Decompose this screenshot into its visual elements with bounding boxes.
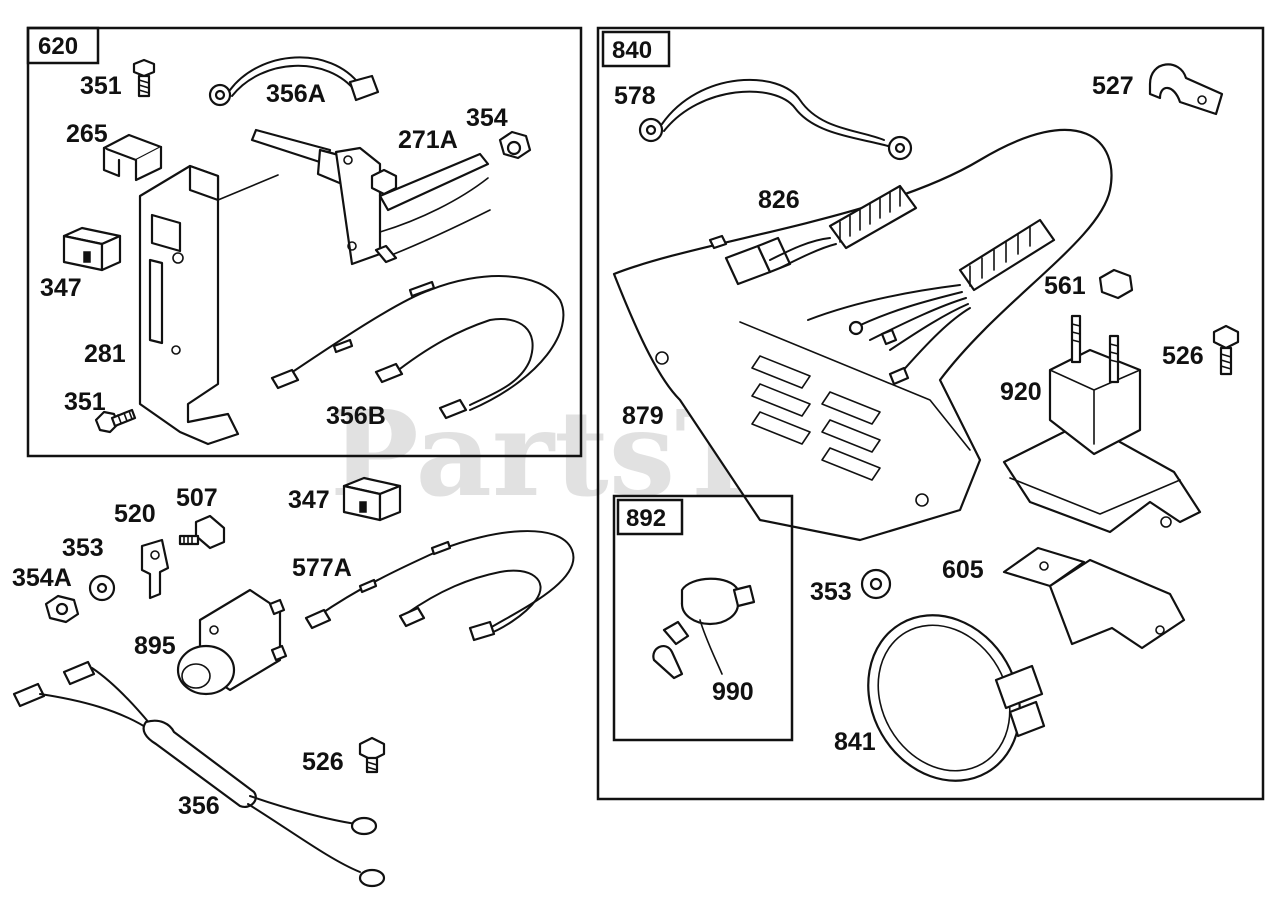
- nut-561-icon[interactable]: [1098, 268, 1134, 300]
- callout-356: 356: [178, 792, 220, 820]
- throttle-lever-271A-icon[interactable]: [250, 128, 491, 266]
- plate-520-icon[interactable]: [140, 538, 170, 600]
- callout-507: 507: [176, 484, 218, 512]
- harness-356B-icon[interactable]: [270, 275, 565, 420]
- screw-351-bottom-icon[interactable]: [94, 408, 137, 434]
- callout-354A: 354A: [12, 564, 72, 592]
- callout-841: 841: [834, 728, 876, 756]
- bracket-605-icon[interactable]: [1002, 546, 1186, 650]
- wire-356A-icon[interactable]: [208, 56, 380, 107]
- group-620-id-box: [26, 26, 100, 65]
- group-892-frame: [612, 494, 794, 742]
- group-840-id: 840: [612, 37, 652, 64]
- group-840-frame: [596, 26, 1265, 801]
- group-840: 840: [596, 26, 1265, 809]
- switch-895-icon[interactable]: [176, 588, 288, 696]
- group-620-id: 620: [38, 33, 78, 60]
- callout-577A: 577A: [292, 554, 352, 582]
- callout-526-left: 526: [302, 748, 344, 776]
- screw-526-right-icon[interactable]: [1212, 324, 1240, 376]
- callout-265: 265: [66, 120, 108, 148]
- callout-356A: 356A: [266, 80, 326, 108]
- group-620-frame: [26, 26, 583, 458]
- clamp-527-icon[interactable]: [1148, 63, 1224, 116]
- callout-520: 520: [114, 500, 156, 528]
- lock-washer-353-right-icon[interactable]: [860, 568, 892, 600]
- callout-356B: 356B: [326, 402, 386, 430]
- switch-347-loose-icon[interactable]: [342, 476, 402, 522]
- harness-577A-icon[interactable]: [304, 530, 575, 642]
- callout-353-right: 353: [810, 578, 852, 606]
- callout-353-left: 353: [62, 534, 104, 562]
- group-892-id-box: [616, 498, 684, 536]
- group-840-id-box: [601, 30, 671, 68]
- loose-parts: 347 507 520 353 354A 577A 895 526 356: [12, 476, 575, 888]
- harness-356-icon[interactable]: [12, 660, 386, 888]
- callout-527: 527: [1092, 72, 1134, 100]
- callout-826: 826: [758, 186, 800, 214]
- callout-347-loose: 347: [288, 486, 330, 514]
- callout-281: 281: [84, 340, 126, 368]
- callout-879: 879: [622, 402, 664, 430]
- callout-347: 347: [40, 274, 82, 302]
- callout-990: 990: [712, 678, 754, 706]
- ignition-switch-990-icon[interactable]: [652, 577, 756, 680]
- callout-351-top: 351: [80, 72, 122, 100]
- callout-271A: 271A: [398, 126, 458, 154]
- callout-605: 605: [942, 556, 984, 584]
- group-892: 892 990: [612, 494, 794, 742]
- callout-920: 920: [1000, 378, 1042, 406]
- bracket-281-icon[interactable]: [138, 164, 279, 446]
- guard-plate-879-icon[interactable]: [612, 128, 1113, 542]
- clip-265-icon[interactable]: [102, 133, 163, 182]
- group-620: 620: [26, 26, 583, 458]
- solenoid-920-icon[interactable]: [1002, 314, 1202, 534]
- callout-351-bottom: 351: [64, 388, 106, 416]
- switch-347-icon[interactable]: [62, 226, 122, 272]
- screw-526-left-icon[interactable]: [358, 736, 386, 774]
- callout-526-right: 526: [1162, 342, 1204, 370]
- hose-clamp-841-icon[interactable]: [839, 588, 1050, 809]
- screw-351-top-icon[interactable]: [132, 58, 156, 98]
- group-892-id: 892: [626, 505, 666, 532]
- callout-561: 561: [1044, 272, 1086, 300]
- lock-washer-353-left-icon[interactable]: [88, 574, 116, 602]
- wiring-harness-826-icon[interactable]: [708, 184, 1056, 386]
- nut-354-icon[interactable]: [498, 130, 532, 160]
- callout-354: 354: [466, 104, 508, 132]
- nut-354A-icon[interactable]: [44, 594, 80, 624]
- callout-895: 895: [134, 632, 176, 660]
- ground-wire-578-icon[interactable]: [638, 78, 913, 161]
- terminal-507-icon[interactable]: [178, 514, 226, 550]
- callout-578: 578: [614, 82, 656, 110]
